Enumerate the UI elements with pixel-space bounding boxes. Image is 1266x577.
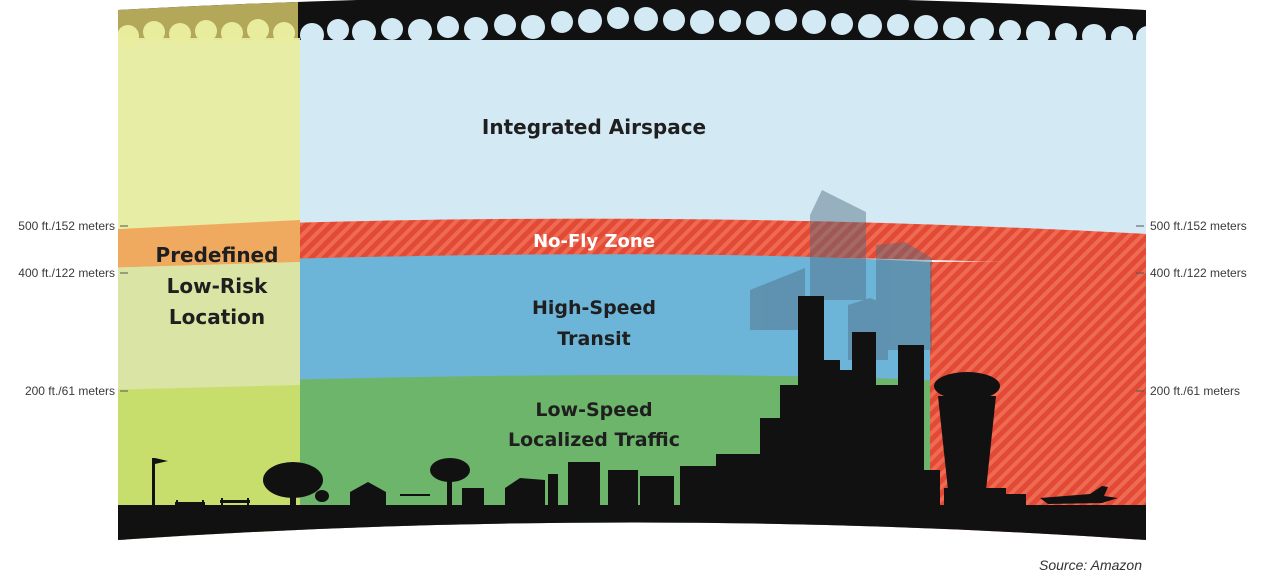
right-altitude-400: 400 ft./122 meters	[1150, 266, 1247, 280]
left-altitude-500: 500 ft./152 meters	[18, 219, 115, 233]
low-speed-label-line2: Localized Traffic	[508, 429, 680, 451]
right-altitude-200: 200 ft./61 meters	[1150, 384, 1240, 398]
high-speed-label-line1: High-Speed	[532, 297, 656, 319]
source-credit: Source: Amazon	[1039, 557, 1142, 573]
integrated-airspace-label: Integrated Airspace	[482, 115, 706, 139]
predefined-label-line3: Location	[169, 305, 265, 329]
predefined-no-fly-overlap	[118, 220, 300, 268]
high-speed-label-line2: Transit	[557, 328, 631, 350]
airspace-panel	[118, 0, 1146, 540]
airport-no-fly-column	[930, 261, 1146, 540]
low-speed-label-line1: Low-Speed	[535, 399, 652, 421]
right-altitude-500: 500 ft./152 meters	[1150, 219, 1247, 233]
cloud-edge	[300, 7, 1146, 50]
predefined-label-line1: Predefined	[156, 243, 279, 267]
left-altitude-200: 200 ft./61 meters	[25, 384, 115, 398]
integrated-airspace-zone	[118, 40, 1146, 235]
altitude-ticks	[120, 225, 1144, 392]
left-altitude-400: 400 ft./122 meters	[18, 266, 115, 280]
no-fly-zone-label: No-Fly Zone	[533, 231, 655, 252]
predefined-label-line2: Low-Risk	[167, 274, 268, 298]
no-fly-zone-band	[118, 218, 1146, 268]
